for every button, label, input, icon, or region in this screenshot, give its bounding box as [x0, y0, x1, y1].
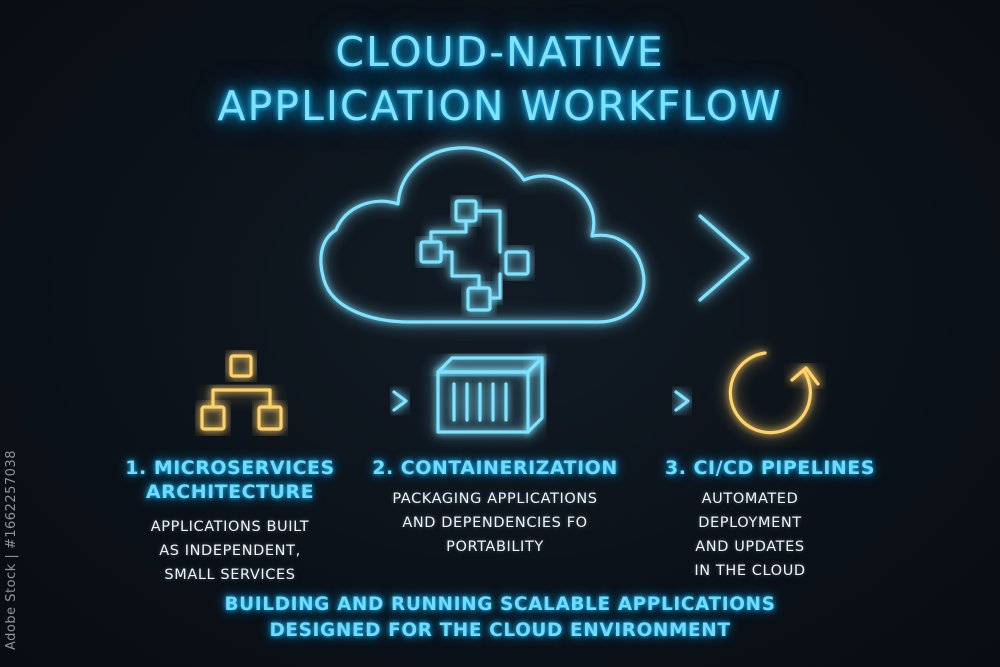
stock-watermark: Adobe Stock | #1662257038 — [4, 450, 19, 650]
network-nodes-icon — [419, 199, 530, 312]
step-3-description: AUTOMATED DEPLOYMENT AND UPDATES IN THE … — [650, 487, 850, 583]
cloud-icon — [319, 146, 646, 324]
step-3-description-line: IN THE CLOUD — [694, 563, 806, 579]
step-1-description-line: AS INDEPENDENT, — [159, 543, 301, 559]
tagline-line-2: DESIGNED FOR THE CLOUD ENVIRONMENT — [269, 620, 731, 641]
arrow-step2-to-step3-icon — [568, 390, 690, 412]
diagram-title-line-2: APPLICATION WORKFLOW — [217, 82, 783, 130]
step-3-heading-line: 3. CI/CD PIPELINES — [665, 457, 875, 479]
step-2-description-line: PACKAGING APPLICATIONS — [392, 491, 598, 507]
step-1-description: APPLICATIONS BUILT AS INDEPENDENT, SMALL… — [115, 515, 345, 587]
step-1-heading-line: ARCHITECTURE — [145, 481, 315, 503]
step-2-description-line: PORTABILITY — [446, 539, 544, 555]
arrow-step1-to-step2-icon — [304, 390, 408, 412]
hierarchy-icon — [200, 354, 283, 431]
diagram-title-line-1: CLOUD-NATIVE — [335, 28, 665, 76]
step-1-description-line: SMALL SERVICES — [164, 567, 296, 583]
flow-arrow-icon — [538, 214, 750, 302]
refresh-cycle-icon — [728, 351, 820, 435]
step-1-heading: 1. MICROSERVICES ARCHITECTURE — [115, 456, 345, 504]
container-icon — [436, 356, 544, 434]
step-2-description-line: AND DEPENDENCIES FO — [402, 515, 588, 531]
step-2-heading: 2. CONTAINERIZATION — [360, 456, 630, 480]
step-3-description-line: AUTOMATED — [701, 491, 799, 507]
step-3-description-line: DEPLOYMENT — [698, 515, 802, 531]
step-1-heading-line: 1. MICROSERVICES — [125, 457, 335, 479]
step-2-heading-line: 2. CONTAINERIZATION — [372, 457, 618, 479]
step-2-description: PACKAGING APPLICATIONS AND DEPENDENCIES … — [360, 487, 630, 559]
step-3-description-line: AND UPDATES — [695, 539, 805, 555]
step-3-heading: 3. CI/CD PIPELINES — [650, 456, 890, 480]
tagline-line-1: BUILDING AND RUNNING SCALABLE APPLICATIO… — [224, 594, 776, 615]
step-1-description-line: APPLICATIONS BUILT — [150, 519, 310, 535]
